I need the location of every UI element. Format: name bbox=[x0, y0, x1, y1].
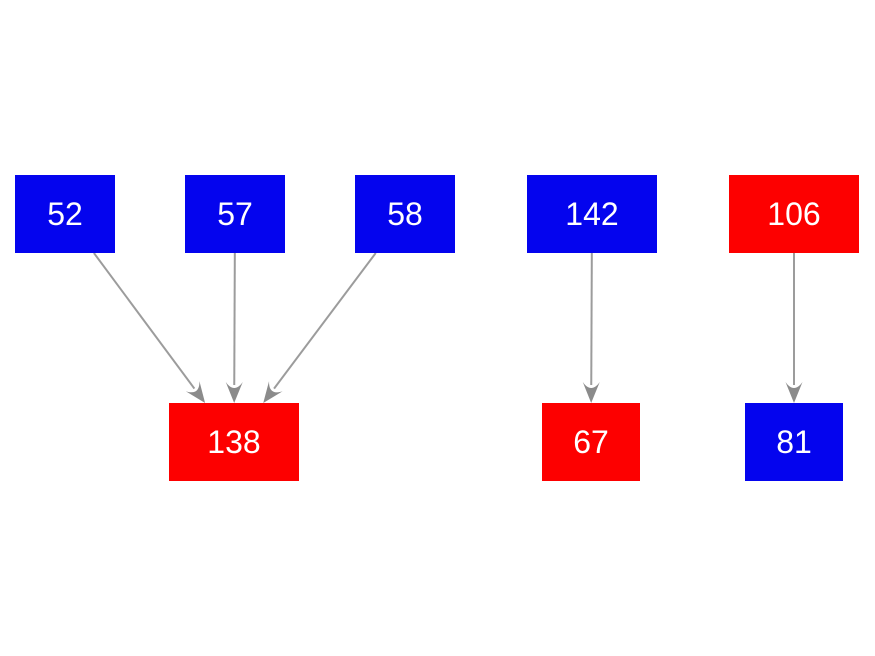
edge-line bbox=[93, 252, 196, 390]
node-52[interactable]: 52 bbox=[15, 175, 115, 253]
node-67[interactable]: 67 bbox=[542, 403, 640, 481]
edge-52-138 bbox=[93, 252, 206, 403]
edge-106-81 bbox=[785, 253, 803, 403]
node-label: 58 bbox=[387, 196, 423, 232]
node-142[interactable]: 142 bbox=[527, 175, 657, 253]
arrowhead-icon bbox=[185, 381, 206, 403]
node-label: 67 bbox=[573, 424, 609, 460]
edge-line bbox=[273, 252, 377, 390]
node-label: 106 bbox=[767, 196, 821, 232]
arrowhead-icon bbox=[785, 382, 803, 403]
node-label: 52 bbox=[47, 196, 83, 232]
arrowhead-icon bbox=[582, 381, 600, 403]
node-label: 57 bbox=[217, 196, 253, 232]
edge-line bbox=[233, 252, 236, 386]
arrowhead-icon bbox=[225, 381, 243, 403]
node-57[interactable]: 57 bbox=[185, 175, 285, 253]
node-label: 81 bbox=[776, 424, 812, 460]
edge-57-138 bbox=[225, 252, 243, 403]
node-58[interactable]: 58 bbox=[355, 175, 455, 253]
node-label: 138 bbox=[207, 424, 261, 460]
edge-58-138 bbox=[263, 252, 377, 403]
node-106[interactable]: 106 bbox=[729, 175, 859, 253]
arrowhead-icon bbox=[263, 381, 283, 403]
node-81[interactable]: 81 bbox=[745, 403, 843, 481]
edge-142-67 bbox=[582, 252, 600, 403]
node-138[interactable]: 138 bbox=[169, 403, 299, 481]
edge-line bbox=[590, 252, 593, 386]
node-label: 142 bbox=[565, 196, 619, 232]
